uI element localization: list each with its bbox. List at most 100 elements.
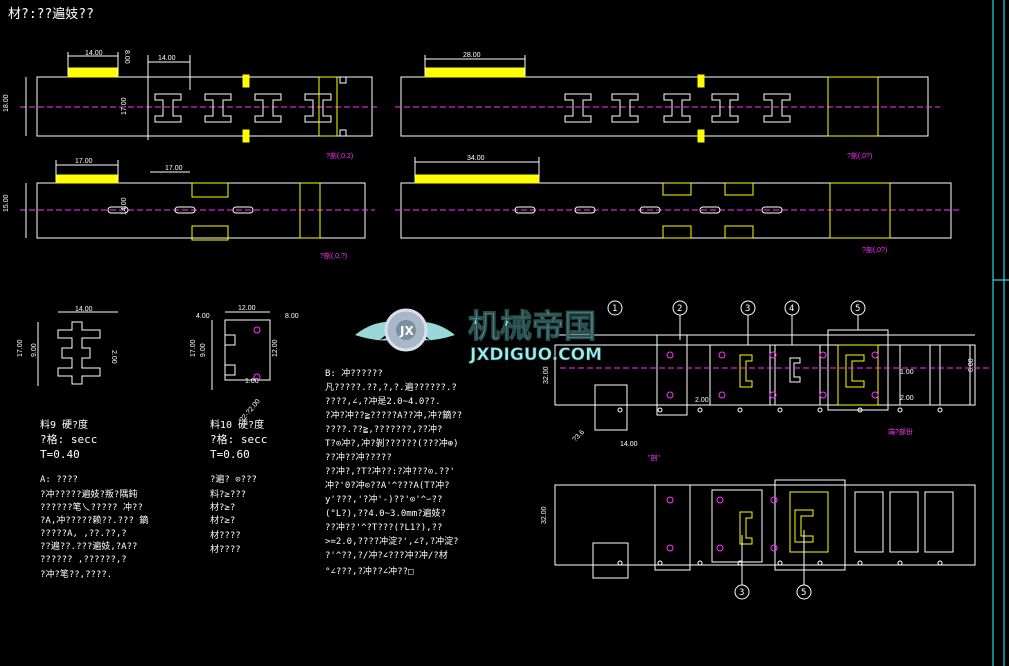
note-line: ??冲?,?T?冲??:?冲???⊙.??'	[325, 465, 455, 477]
spec-1-line-1: 料9 硬?度	[40, 418, 88, 431]
watermark-logo: JX	[355, 308, 455, 352]
strip-2	[395, 55, 940, 143]
dim-label: 17.00	[121, 97, 128, 115]
spec-1-line-2: ?格: secc	[40, 432, 97, 446]
notes-b: B: 冲?????? 凡?????.??,?,?.遍??????.? ????,…	[325, 367, 462, 577]
note-line: 料?≥???	[210, 488, 246, 500]
notes-mid: ?遍? ⊙??? 料?≥??? 材?≥? 材?≥? 材???? 材????	[210, 473, 257, 555]
balloon-5: 5	[855, 304, 860, 314]
callout-label: ?剖(,0.2)	[326, 151, 353, 160]
note-line: ?遍? ⊙???	[210, 473, 257, 485]
detail-2	[211, 311, 271, 390]
pilot-holes	[666, 351, 879, 552]
dim-label: 2.00	[110, 350, 117, 364]
watermark-en: JXDIGUO.COM	[469, 345, 602, 365]
dim-label: 2.00	[695, 397, 709, 404]
dim-label: 18.00	[3, 94, 10, 112]
die-layout-top	[554, 329, 990, 431]
note-line: y'???,'?冲'-)??'⊙'^∽??	[325, 493, 442, 505]
note-line: A: ????	[40, 475, 78, 485]
note-line: ?????A, ,??.??,?	[40, 529, 127, 539]
dim-label: 8.00	[123, 50, 130, 64]
dim-label: 17.00	[165, 165, 183, 172]
strip-1	[20, 52, 380, 143]
dim-label: 17.00	[17, 339, 24, 357]
note-line: ?????? ,??????,?	[40, 555, 127, 565]
note-line: ????,∠,?冲是2.0~4.0??.	[325, 395, 441, 407]
note-line: 凡?????.??,?,?.遍??????.?	[325, 381, 457, 393]
balloon-5b: 5	[801, 588, 806, 598]
balloon-3b: 3	[739, 588, 744, 598]
dim-label: 32.00	[543, 366, 550, 384]
spec-2: 料10 硬?度 ?格: secc T=0.60	[210, 418, 267, 461]
note-line: >=2.0,????冲淀?',∠?,?冲淀?	[325, 535, 459, 547]
spec-1: 料9 硬?度 ?格: secc T=0.40	[40, 418, 97, 461]
callout-label: ?剖(,0?)	[862, 245, 887, 254]
note-line: 材?≥?	[210, 514, 235, 526]
dim-label: 14.00	[158, 55, 176, 62]
strip-edge-holes	[617, 407, 943, 566]
spec-1-line-3: T=0.40	[40, 448, 80, 461]
dim-label: 8.00	[285, 313, 299, 320]
note-line: ?'^??,?/冲?∠???冲?冲/?材	[325, 549, 448, 561]
balloon-2: 2	[677, 304, 682, 314]
dim-label: 15.00	[3, 194, 10, 212]
dim-label: 12.00	[238, 305, 256, 312]
dim-label: ?3.6	[571, 429, 586, 444]
note-line: ?冲?????遍妓?叛?隅鈍	[40, 488, 137, 500]
spec-2-line-3: T=0.60	[210, 448, 250, 461]
dim-label: 14.00	[121, 197, 128, 215]
callout-label: ?剖(,0,?)	[320, 251, 347, 260]
strip-4	[395, 157, 960, 239]
dim-label: 1.00	[900, 369, 914, 376]
dim-label: 4.00	[196, 313, 210, 320]
dim-label: 32.00	[541, 506, 548, 524]
dim-label: 9.00	[31, 343, 38, 357]
balloon-1: 1	[612, 304, 617, 314]
dim-label: 14.00	[75, 306, 93, 313]
dim-label: 34.00	[467, 155, 485, 162]
dim-label: 12.00	[272, 339, 279, 357]
balloon-3: 3	[745, 304, 750, 314]
note-line: °∠???,?冲??∠冲??□	[325, 565, 414, 577]
note-line: ??冲??冲?????	[325, 451, 392, 463]
spec-2-line-2: ?格: secc	[210, 432, 267, 446]
balloon-4: 4	[789, 304, 794, 314]
note-line: (°L?),??4.0~3.0mm?遍妓?	[325, 507, 446, 519]
note-line: ??????笔乀????? 冲??	[40, 501, 143, 513]
strip-3	[20, 160, 375, 241]
drawing-title: 材?:??遍妓??	[8, 6, 94, 22]
notes-a: A: ???? ?冲?????遍妓?叛?隅鈍 ??????笔乀????? 冲??…	[40, 475, 148, 580]
watermark-cn: 机械帝国	[468, 307, 596, 345]
note-line: ????.??≧,???????,??冲?	[325, 423, 442, 435]
dim-label: 14.00	[620, 441, 638, 448]
svg-text:JX: JX	[399, 324, 414, 338]
note-line: 冲?'0?冲⊙??A'^???A(T?冲?	[325, 479, 450, 491]
note-line: ??遍??.???遍妓,?A??	[40, 540, 137, 552]
dim-label: 17.00	[75, 158, 93, 165]
spec-2-line-1: 料10 硬?度	[210, 418, 264, 431]
note-line: 材????	[210, 529, 241, 541]
pink-label-2: "剖"	[648, 453, 660, 462]
dim-label: 2.00	[900, 395, 914, 402]
note-line: ??冲??'^?T???(?L1?),??	[325, 521, 442, 533]
note-line: T?⊙冲?,冲?剝??????(???冲⊕)	[325, 437, 459, 449]
dim-label: 28.00	[463, 52, 481, 59]
dim-label: 1.00	[245, 378, 259, 385]
balloons	[607, 300, 866, 600]
note-line: ?A,冲?????赖??.??? 鏑	[40, 514, 148, 526]
pink-label: 端?部份	[888, 427, 913, 436]
note-line: 材????	[210, 543, 241, 555]
note-line: 材?≥?	[210, 501, 235, 513]
callout-label: ?剖(,0?)	[847, 151, 872, 160]
note-line: B: 冲??????	[325, 367, 383, 379]
dim-label: 6.00	[968, 358, 975, 372]
dim-label: 17.00	[190, 339, 197, 357]
note-line: ?冲?笔??,????.	[40, 568, 112, 580]
die-layout-bottom	[554, 479, 976, 579]
dim-label: 14.00	[85, 50, 103, 57]
note-line: ?冲?冲??≧?????A??冲,冲?鏑??	[325, 409, 462, 421]
dim-label: 9.00	[200, 343, 207, 357]
